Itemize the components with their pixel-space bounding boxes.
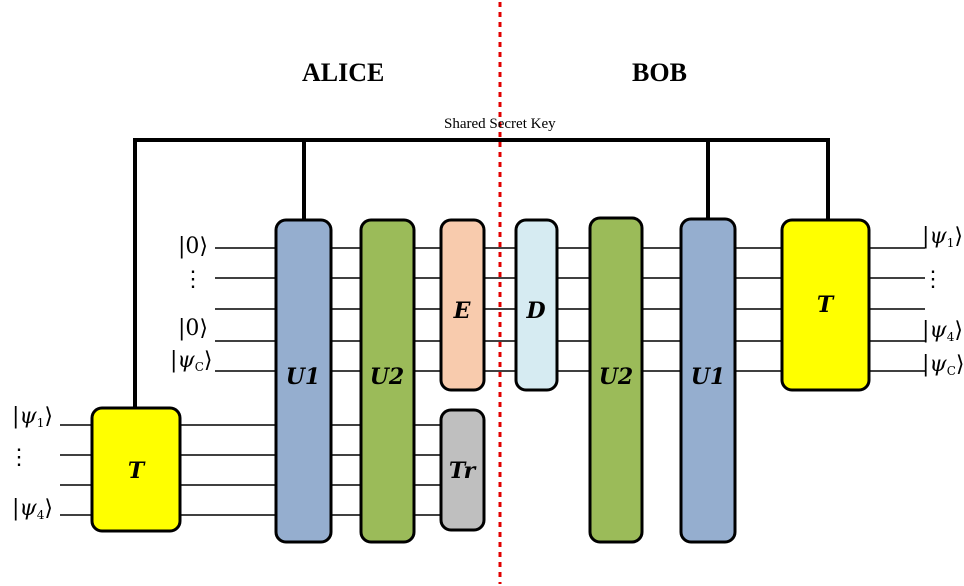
gate-label-u1-bob: U1 [691, 364, 726, 390]
gate-u1-alice: U1 [274, 218, 333, 544]
gate-label-t-alice: T [128, 458, 146, 484]
input-ket-ancilla-bottom: |0⟩ [178, 316, 209, 341]
gate-encode: E [439, 218, 486, 392]
input-ket-data-1: |ψ1⟩ [12, 404, 53, 430]
gate-t-alice: T [90, 406, 182, 533]
gate-label-encode: E [453, 298, 472, 324]
gate-u1-bob: U1 [679, 217, 737, 544]
alice-label: ALICE [302, 58, 385, 87]
output-ket-c: |ψC⟩ [922, 352, 964, 378]
gate-label-t-bob: T [817, 292, 835, 318]
gate-label-u1-alice: U1 [286, 364, 321, 390]
input-ket-ancilla-top: |0⟩ [178, 234, 209, 259]
gate-decode: D [514, 218, 559, 392]
input-dots-data: ⋮ [8, 445, 30, 470]
gate-u2-bob: U2 [588, 216, 644, 544]
gate-label-u2-alice: U2 [370, 364, 405, 390]
input-ket-data-4: |ψ4⟩ [12, 496, 53, 522]
input-ket-control: |ψC⟩ [170, 348, 213, 374]
gate-trace: Tr [439, 408, 486, 532]
gate-label-trace: Tr [449, 458, 477, 484]
output-ket-4: |ψ4⟩ [922, 318, 963, 344]
bob-label: BOB [632, 58, 687, 87]
output-dots: ⋮ [922, 267, 944, 292]
gate-u2-alice: U2 [359, 218, 416, 544]
input-dots-ancilla: ⋮ [182, 267, 204, 292]
gate-label-decode: D [525, 298, 545, 324]
output-ket-1: |ψ1⟩ [922, 224, 963, 250]
gate-label-u2-bob: U2 [599, 364, 634, 390]
shared-key-label: Shared Secret Key [444, 116, 556, 132]
shared-key-bus [133, 138, 830, 410]
gate-t-bob: T [780, 218, 871, 392]
